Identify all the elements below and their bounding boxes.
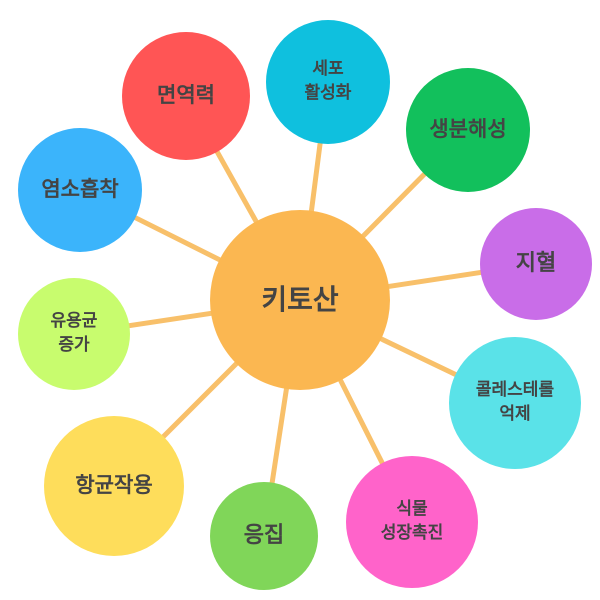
node-antibacterial: 항균작용 bbox=[44, 416, 184, 556]
node-chlorine-adsorption: 염소흡착 bbox=[18, 128, 142, 252]
node-biodegradability: 생분해성 bbox=[406, 68, 530, 192]
node-label: 생분해성 bbox=[429, 117, 507, 142]
node-label: 콜레스테롤 억제 bbox=[475, 380, 555, 424]
node-plant-growth: 식물 성장촉진 bbox=[346, 456, 478, 588]
node-probiotics-increase: 유용균 증가 bbox=[18, 278, 130, 390]
node-cholesterol-suppression: 콜레스테롤 억제 bbox=[449, 337, 581, 469]
node-label: 염소흡착 bbox=[41, 177, 119, 202]
node-label: 식물 성장촉진 bbox=[380, 499, 444, 543]
node-label: 응집 bbox=[243, 522, 285, 548]
node-cell-activation: 세포 활성화 bbox=[266, 20, 390, 144]
node-label: 유용균 증가 bbox=[50, 311, 98, 355]
node-label: 세포 활성화 bbox=[304, 59, 352, 103]
node-coagulation: 응집 bbox=[210, 482, 318, 590]
node-label: 지혈 bbox=[515, 250, 557, 276]
node-label: 항균작용 bbox=[75, 473, 153, 498]
center-node-chitosan: 키토산 bbox=[210, 210, 390, 390]
node-immunity: 면역력 bbox=[122, 32, 250, 160]
node-hemostasis: 지혈 bbox=[480, 208, 592, 320]
node-label: 면역력 bbox=[157, 83, 215, 108]
center-label: 키토산 bbox=[261, 283, 339, 317]
